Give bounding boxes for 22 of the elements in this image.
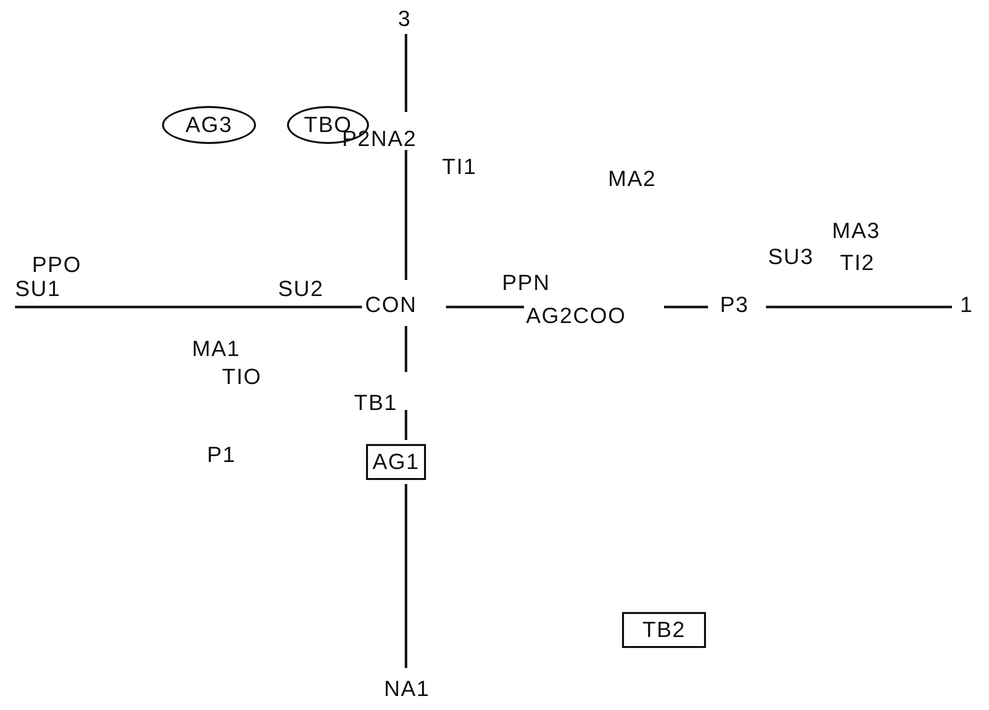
point-label: MA2 [608, 168, 656, 190]
point-label: SU3 [768, 246, 814, 268]
point-label: NA1 [384, 678, 430, 700]
point-label: SU2 [278, 278, 324, 300]
point-label: SU1 [15, 278, 61, 300]
point-label: MA3 [832, 220, 880, 242]
point-label: TI1 [442, 156, 477, 178]
point-label: TB1 [354, 392, 398, 414]
point-label: AG2COO [526, 305, 626, 327]
boxed-node: TB2 [622, 612, 706, 648]
point-label: TIO [222, 366, 262, 388]
point-label: PPN [502, 272, 550, 294]
oval-node: AG3 [162, 106, 256, 144]
point-label: TI2 [840, 252, 875, 274]
point-label: 1 [960, 294, 974, 316]
point-label: P1 [207, 444, 236, 466]
point-label: PPO [32, 254, 82, 276]
point-label: 3 [398, 8, 412, 30]
point-label: P3 [720, 294, 749, 316]
point-label: MA1 [192, 338, 240, 360]
point-label: CON [365, 294, 417, 316]
boxed-node: AG1 [366, 444, 426, 480]
